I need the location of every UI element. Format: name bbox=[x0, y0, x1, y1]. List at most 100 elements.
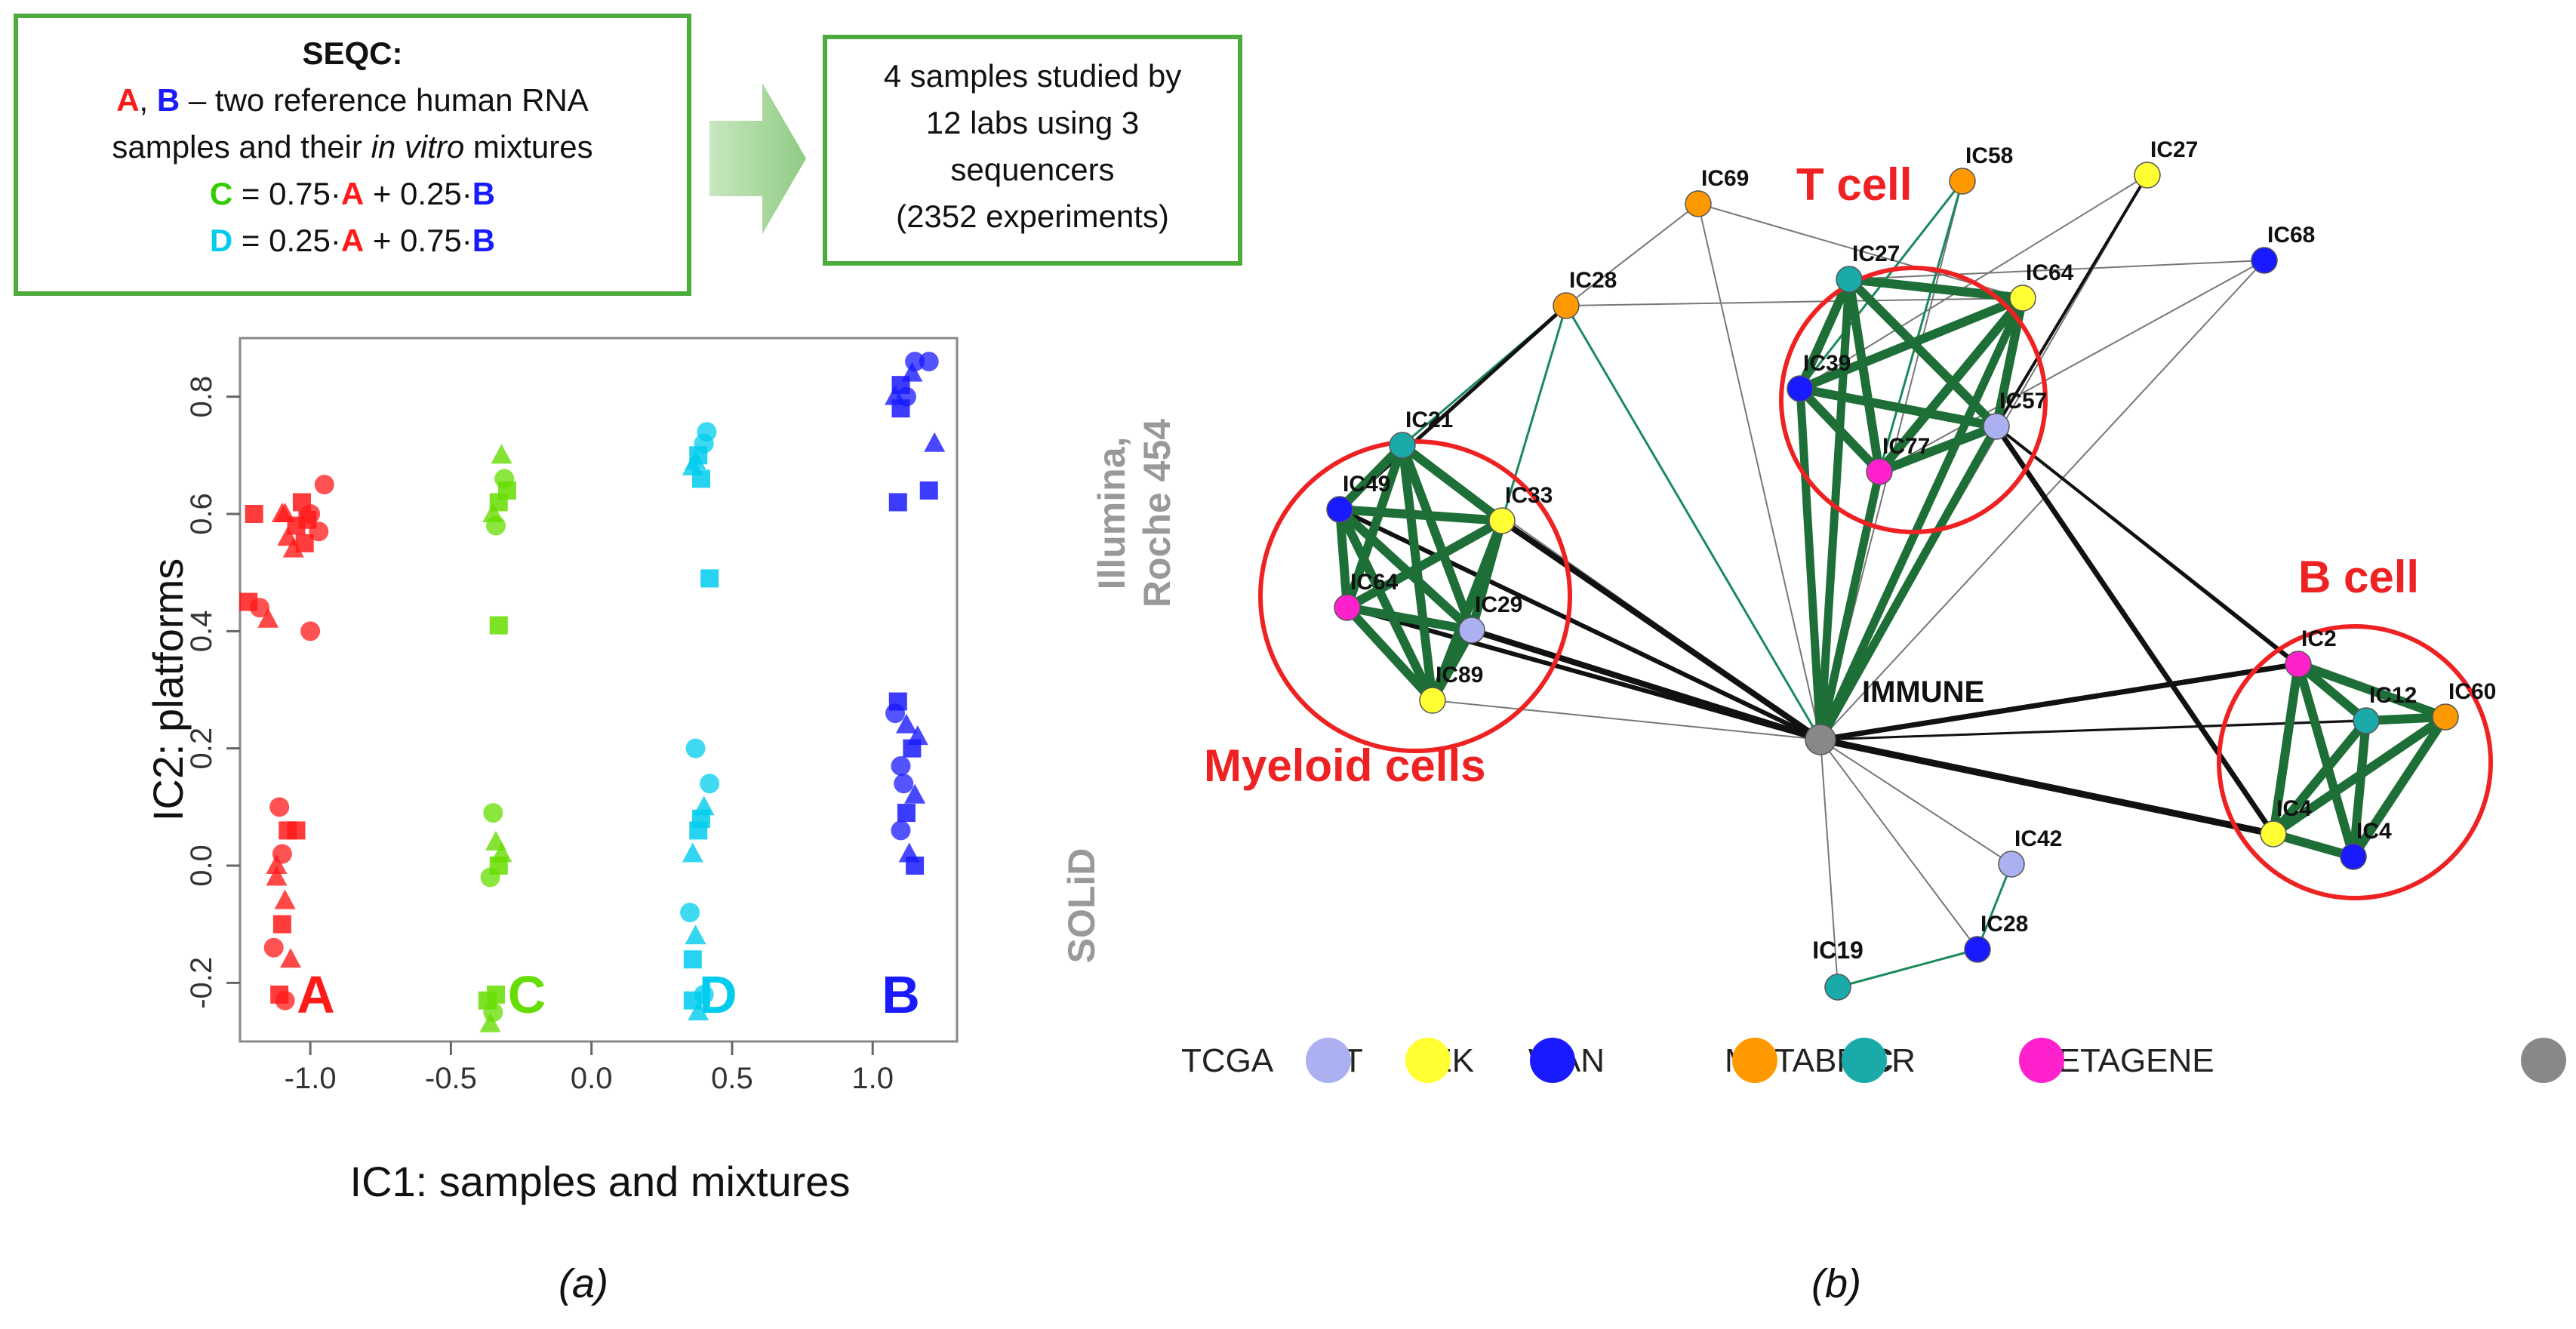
data-point-circle bbox=[263, 937, 284, 958]
network-node bbox=[1824, 974, 1851, 1001]
network-edge bbox=[1820, 739, 1839, 988]
y-tick-label: 0.2 bbox=[185, 728, 218, 770]
data-point-circle bbox=[486, 515, 506, 536]
panel-a-label: (a) bbox=[559, 1261, 608, 1306]
network-edge bbox=[2349, 720, 2371, 857]
plot-frame bbox=[239, 337, 959, 1043]
network-edge bbox=[1820, 174, 2148, 740]
data-point-square bbox=[906, 857, 925, 875]
network-edge bbox=[1799, 174, 2148, 389]
network-node-label: IC68 bbox=[2267, 223, 2315, 248]
network-edge bbox=[1796, 277, 1854, 391]
data-point-triangle bbox=[274, 889, 296, 909]
x-axis-label: IC1: samples and mixtures bbox=[350, 1158, 851, 1205]
data-point-triangle bbox=[479, 1012, 501, 1032]
network-node bbox=[2340, 843, 2367, 870]
seqc-line-3: C = 0.75·A + 0.25·B bbox=[209, 176, 496, 211]
network-node-label: IC69 bbox=[1701, 166, 1749, 191]
legend-label: BEK bbox=[1408, 1042, 1474, 1079]
y-tick-label: 0.0 bbox=[185, 844, 218, 887]
network-edge bbox=[2349, 714, 2450, 860]
data-point-triangle bbox=[682, 455, 703, 475]
data-point-square bbox=[270, 985, 289, 1004]
network-node bbox=[1787, 375, 1814, 402]
network-edges bbox=[1335, 174, 2450, 989]
network-edge bbox=[1799, 384, 1998, 431]
myeloid-cluster-label: Myeloid cells bbox=[1204, 740, 1485, 791]
summary-line-2: 12 labs using 3 bbox=[925, 105, 1140, 140]
data-point-triangle bbox=[491, 444, 512, 464]
network-edge bbox=[1796, 385, 1883, 475]
network-edge bbox=[1796, 388, 1825, 740]
network-edge bbox=[1470, 627, 1822, 743]
legend-swatch bbox=[1530, 1038, 1575, 1083]
network-edge bbox=[1820, 739, 1978, 950]
network-node-label: IC4 bbox=[2356, 819, 2392, 844]
network-node bbox=[1326, 496, 1353, 523]
data-point-circle bbox=[300, 621, 321, 641]
legend-swatch bbox=[1405, 1038, 1451, 1083]
network-edge bbox=[2296, 660, 2448, 721]
network-edge bbox=[1346, 605, 1821, 742]
platform-label-upper-1: Illumina, bbox=[1091, 437, 1133, 590]
y-tick-label: 0.8 bbox=[185, 376, 218, 418]
network-edge bbox=[1697, 203, 2024, 299]
data-point-square bbox=[295, 534, 314, 552]
summary-box: 4 samples studied by 12 labs using 3 seq… bbox=[823, 35, 1242, 266]
data-point-circle bbox=[314, 475, 334, 495]
network-edge bbox=[1345, 516, 1504, 612]
data-point-triangle bbox=[266, 854, 288, 874]
panel-b-label: (b) bbox=[1811, 1261, 1861, 1306]
network-edge bbox=[1335, 507, 1437, 703]
network-edge bbox=[1976, 863, 2013, 950]
seqc-title: SEQC: bbox=[302, 35, 403, 71]
network-edge bbox=[2272, 829, 2355, 861]
data-point-circle bbox=[269, 797, 290, 817]
network-node-label: IC64 bbox=[2026, 260, 2074, 285]
network-edge bbox=[1565, 297, 2024, 306]
legend-label: TCGA bbox=[1181, 1042, 1274, 1079]
data-point-square bbox=[700, 569, 719, 588]
network-edge bbox=[1878, 180, 1964, 472]
network-node-label: IC89 bbox=[1436, 663, 1483, 688]
myeloid-cluster-circle bbox=[1258, 439, 1572, 753]
network-edge bbox=[1816, 278, 1854, 740]
network-node-label: IC39 bbox=[1803, 351, 1851, 376]
network-node-label: IC33 bbox=[1505, 483, 1553, 508]
data-point-triangle bbox=[491, 842, 512, 863]
network-node bbox=[1419, 687, 1446, 714]
data-point-circle bbox=[697, 422, 717, 442]
data-point-triangle bbox=[271, 503, 293, 522]
network-edge bbox=[1799, 180, 1964, 389]
network-edge bbox=[1565, 203, 1699, 306]
data-point-triangle bbox=[685, 450, 706, 470]
data-point-triangle bbox=[688, 1001, 709, 1021]
data-point-circle bbox=[300, 504, 321, 524]
network-edge bbox=[1820, 426, 1997, 740]
network-node bbox=[1334, 594, 1361, 621]
data-point-circle bbox=[272, 844, 292, 864]
network-edge bbox=[1837, 948, 1978, 989]
data-point-square bbox=[888, 692, 907, 711]
data-point-circle bbox=[685, 738, 706, 758]
x-tick-label: 1.0 bbox=[851, 1062, 894, 1095]
data-point-triangle bbox=[901, 361, 923, 382]
network-edge bbox=[2270, 713, 2448, 838]
network-edge bbox=[1845, 275, 2000, 430]
t-cell-cluster-circle bbox=[1779, 266, 2048, 534]
data-point-square bbox=[689, 821, 708, 840]
data-point-square bbox=[298, 510, 317, 529]
network-edge bbox=[1467, 519, 1507, 632]
data-point-square bbox=[292, 493, 311, 512]
network-node-label: IC28 bbox=[1980, 912, 2028, 937]
network-node-label: IC42 bbox=[2014, 826, 2062, 851]
network-edge bbox=[1798, 294, 2025, 393]
group-label: B bbox=[882, 965, 920, 1024]
data-point-triangle bbox=[898, 842, 920, 863]
network-edge bbox=[1820, 661, 2299, 743]
data-point-square bbox=[689, 446, 708, 465]
network-node-label: IMMUNE bbox=[1862, 675, 1984, 709]
